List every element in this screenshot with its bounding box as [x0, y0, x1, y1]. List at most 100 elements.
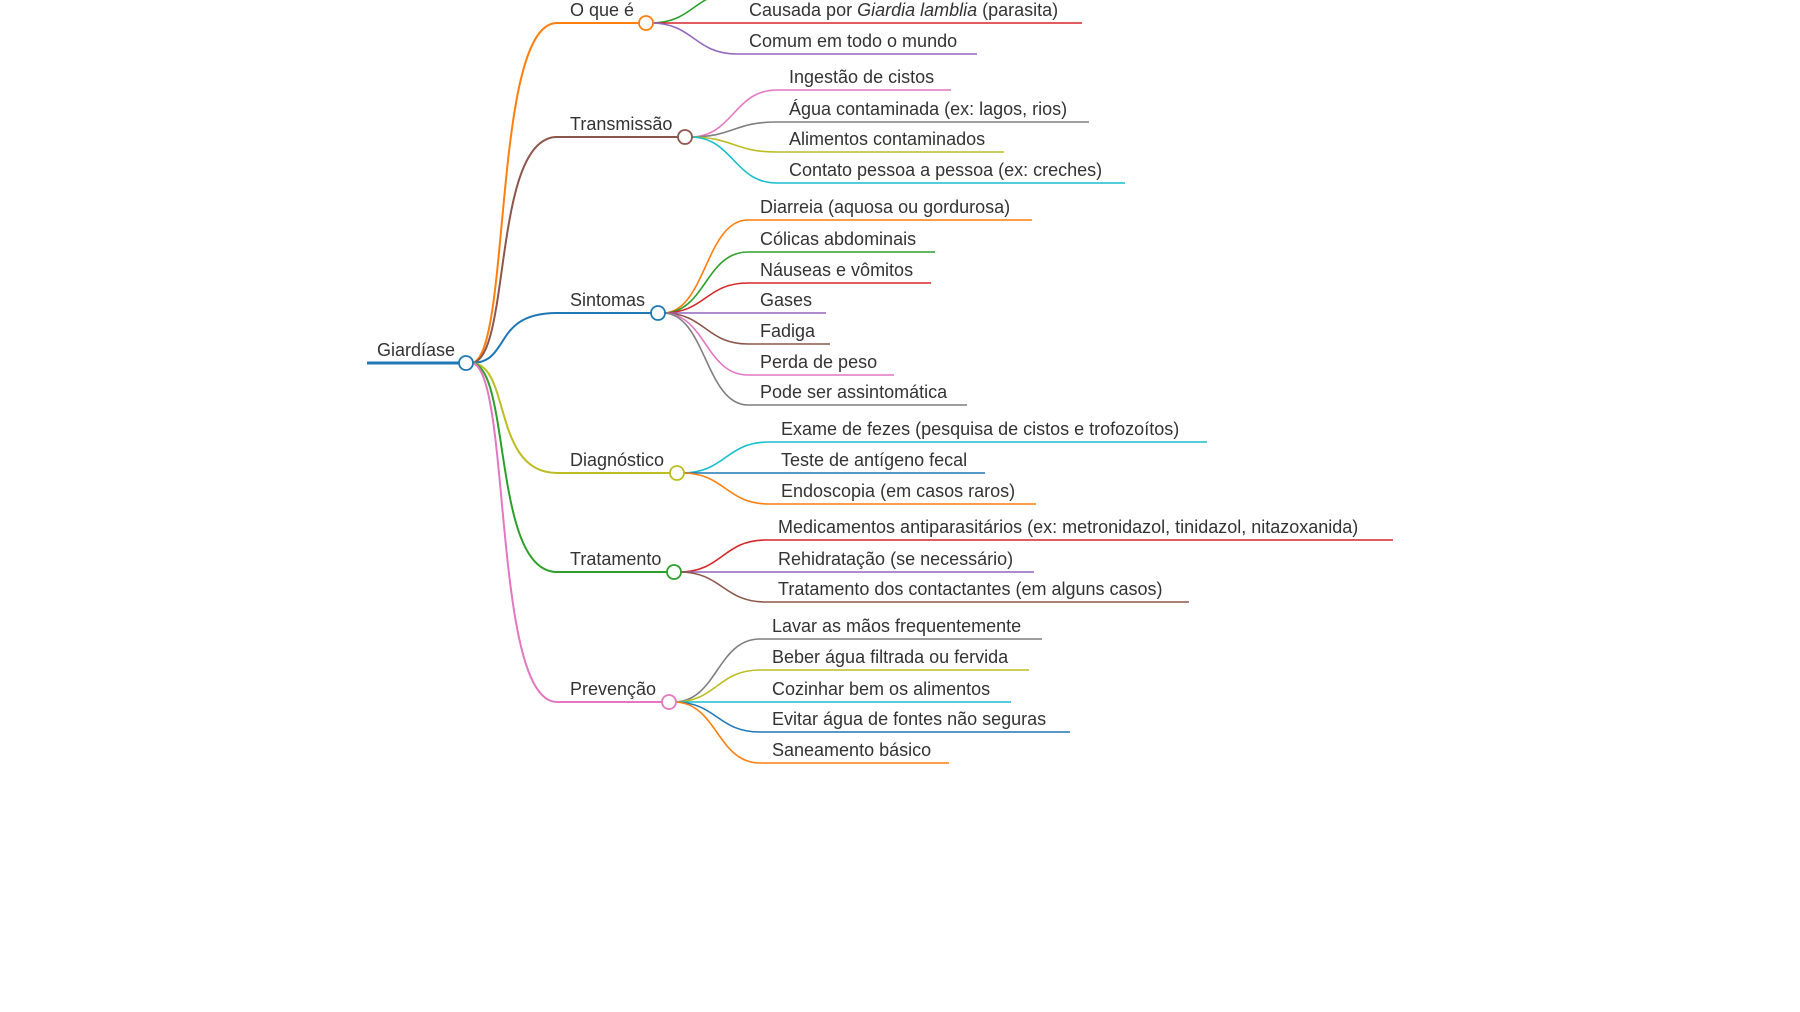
branch-node[interactable]: Prevenção	[570, 679, 677, 710]
leaf-label: Medicamentos antiparasitários (ex: metro…	[778, 517, 1358, 537]
branch-node[interactable]: Sintomas	[570, 290, 666, 321]
branch-node[interactable]: Transmissão	[570, 114, 693, 145]
leaf-edge	[650, 22, 977, 55]
branch-edge	[470, 362, 670, 474]
leaf-node[interactable]: Pode ser assintomática	[760, 382, 948, 402]
leaf-node[interactable]: Diarreia (aquosa ou gordurosa)	[760, 197, 1010, 217]
branch-edge	[470, 22, 639, 364]
leaf-node[interactable]: Medicamentos antiparasitários (ex: metro…	[778, 517, 1358, 537]
leaf-edge	[673, 669, 1029, 703]
leaf-node[interactable]: Ingestão de cistos	[789, 67, 934, 87]
leaf-label-part: (parasita)	[977, 0, 1058, 20]
branch-node[interactable]: Diagnóstico	[570, 450, 685, 481]
leaf-label: Pode ser assintomática	[760, 382, 948, 402]
leaf-label: Exame de fezes (pesquisa de cistos e tro…	[781, 419, 1179, 439]
leaf-edge	[662, 282, 931, 314]
branch-node[interactable]: O que é	[570, 0, 654, 31]
leaf-node[interactable]: Contato pessoa a pessoa (ex: creches)	[789, 160, 1102, 180]
leaf-node[interactable]: Rehidratação (se necessário)	[778, 549, 1013, 569]
leaf-label: Náuseas e vômitos	[760, 260, 913, 280]
leaf-label: Tratamento dos contactantes (em alguns c…	[778, 579, 1163, 599]
branch-label: Tratamento	[570, 549, 661, 569]
leaf-node[interactable]: Perda de peso	[760, 352, 877, 372]
leaf-label-italic: Giardia lamblia	[857, 0, 977, 20]
leaf-label: Lavar as mãos frequentemente	[772, 616, 1021, 636]
leaf-node[interactable]: Água contaminada (ex: lagos, rios)	[789, 99, 1067, 119]
leaf-node[interactable]: Fadiga	[760, 321, 816, 341]
leaf-node[interactable]: Náuseas e vômitos	[760, 260, 913, 280]
branch-edge	[470, 312, 651, 364]
branch-label: Transmissão	[570, 114, 672, 134]
root-node[interactable]: Giardíase	[367, 340, 474, 371]
branch-label: Prevenção	[570, 679, 656, 699]
leaf-label: Cozinhar bem os alimentos	[772, 679, 990, 699]
root-collapse-toggle[interactable]	[458, 355, 474, 371]
root-label: Giardíase	[377, 340, 455, 360]
leaf-label: Evitar água de fontes não seguras	[772, 709, 1046, 729]
branch-collapse-toggle[interactable]	[638, 15, 654, 31]
leaf-node[interactable]: Beber água filtrada ou fervida	[772, 647, 1009, 667]
leaf-edge	[689, 121, 1089, 138]
leaf-label: Ingestão de cistos	[789, 67, 934, 87]
leaf-label: Endoscopia (em casos raros)	[781, 481, 1015, 501]
branch-node[interactable]: Tratamento	[570, 549, 682, 580]
leaf-label: Cólicas abdominais	[760, 229, 916, 249]
leaf-node[interactable]: Teste de antígeno fecal	[781, 450, 967, 470]
leaf-label: Saneamento básico	[772, 740, 931, 760]
leaf-edge	[681, 472, 1036, 505]
leaf-label: Gases	[760, 290, 812, 310]
leaf-node[interactable]: Cólicas abdominais	[760, 229, 916, 249]
leaf-edge	[662, 312, 967, 406]
leaf-edge	[678, 571, 1189, 603]
leaf-label-part: Causada por	[749, 0, 857, 20]
nodes: Giardíase O que é Causada por Giardia lamb…	[367, 0, 1358, 760]
leaf-node[interactable]: Lavar as mãos frequentemente	[772, 616, 1021, 636]
leaf-label: Contato pessoa a pessoa (ex: creches)	[789, 160, 1102, 180]
leaf-label: Alimentos contaminados	[789, 129, 985, 149]
leaf-label: Comum em todo o mundo	[749, 31, 957, 51]
leaf-label: Diarreia (aquosa ou gordurosa)	[760, 197, 1010, 217]
leaf-node[interactable]: Causada por Giardia lamblia (parasita)	[749, 0, 1058, 20]
leaf-node[interactable]: Cozinhar bem os alimentos	[772, 679, 990, 699]
leaf-edge	[673, 701, 1070, 733]
leaf-edge	[662, 251, 935, 314]
leaf-edge	[678, 539, 1393, 573]
leaf-node[interactable]: Gases	[760, 290, 812, 310]
branch-edge	[470, 362, 667, 573]
leaf-label: Causada por Giardia lamblia (parasita)	[749, 0, 1058, 20]
leaf-label: Beber água filtrada ou fervida	[772, 647, 1009, 667]
branch-edge	[470, 362, 662, 703]
branch-label: Sintomas	[570, 290, 645, 310]
leaf-node[interactable]: Saneamento básico	[772, 740, 931, 760]
branch-collapse-toggle[interactable]	[666, 564, 682, 580]
leaf-label: Teste de antígeno fecal	[781, 450, 967, 470]
leaf-label: Rehidratação (se necessário)	[778, 549, 1013, 569]
leaf-edge	[689, 136, 1004, 153]
branch-edge	[470, 136, 678, 364]
leaf-edge	[662, 312, 894, 376]
leaf-node[interactable]: Tratamento dos contactantes (em alguns c…	[778, 579, 1163, 599]
leaf-label: Água contaminada (ex: lagos, rios)	[789, 99, 1067, 119]
branch-label: O que é	[570, 0, 634, 20]
leaf-edge	[689, 136, 1125, 184]
branch-collapse-toggle[interactable]	[677, 129, 693, 145]
leaf-edge	[662, 219, 1032, 314]
branch-collapse-toggle[interactable]	[669, 465, 685, 481]
leaf-node[interactable]: Evitar água de fontes não seguras	[772, 709, 1046, 729]
leaf-edge	[689, 89, 951, 138]
leaf-node[interactable]: Exame de fezes (pesquisa de cistos e tro…	[781, 419, 1179, 439]
branch-label: Diagnóstico	[570, 450, 664, 470]
leaf-label: Fadiga	[760, 321, 816, 341]
leaf-edge	[650, 0, 708, 24]
leaf-label: Perda de peso	[760, 352, 877, 372]
leaf-node[interactable]: Comum em todo o mundo	[749, 31, 957, 51]
branch-collapse-toggle[interactable]	[650, 305, 666, 321]
leaf-edge	[673, 701, 949, 764]
leaf-edge	[662, 312, 830, 345]
leaf-node[interactable]: Alimentos contaminados	[789, 129, 985, 149]
edges	[470, 0, 1393, 764]
leaf-edge	[681, 441, 1207, 474]
leaf-node[interactable]: Endoscopia (em casos raros)	[781, 481, 1015, 501]
branch-collapse-toggle[interactable]	[661, 694, 677, 710]
